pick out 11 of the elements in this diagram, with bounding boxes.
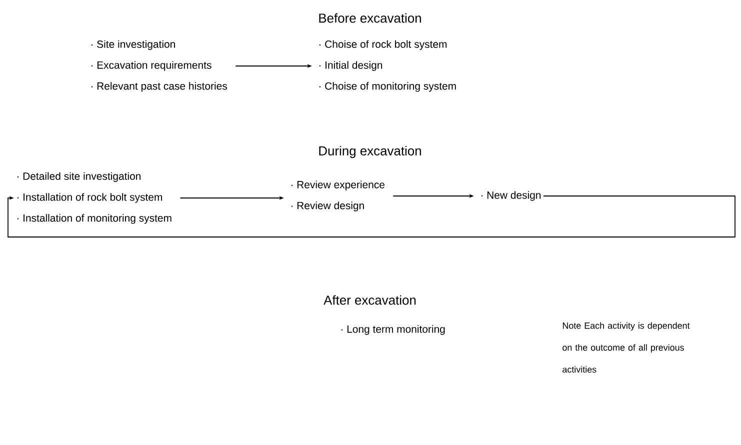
text-list: · Detailed site investigation · Installation of rock bolt system · Installation of monitoring system (17, 172, 172, 224)
arrow (8, 196, 736, 238)
note: Note Each activity is dependent on the outcome of all previous activities (562, 322, 690, 373)
text-list: · Choise of rock bolt system · Initial design · Choise of monitoring system (319, 40, 456, 92)
text-list: · Site investigation · Excavation requirements · Relevant past case histories (91, 40, 228, 92)
heading: After excavation (324, 295, 416, 305)
heading: Before excavation (319, 13, 421, 23)
text-list: · Review experience · Review design (291, 180, 384, 212)
heading: During excavation (319, 146, 421, 158)
text-list: · New design (481, 191, 541, 201)
text-item: · Long term monitoring (341, 325, 445, 335)
